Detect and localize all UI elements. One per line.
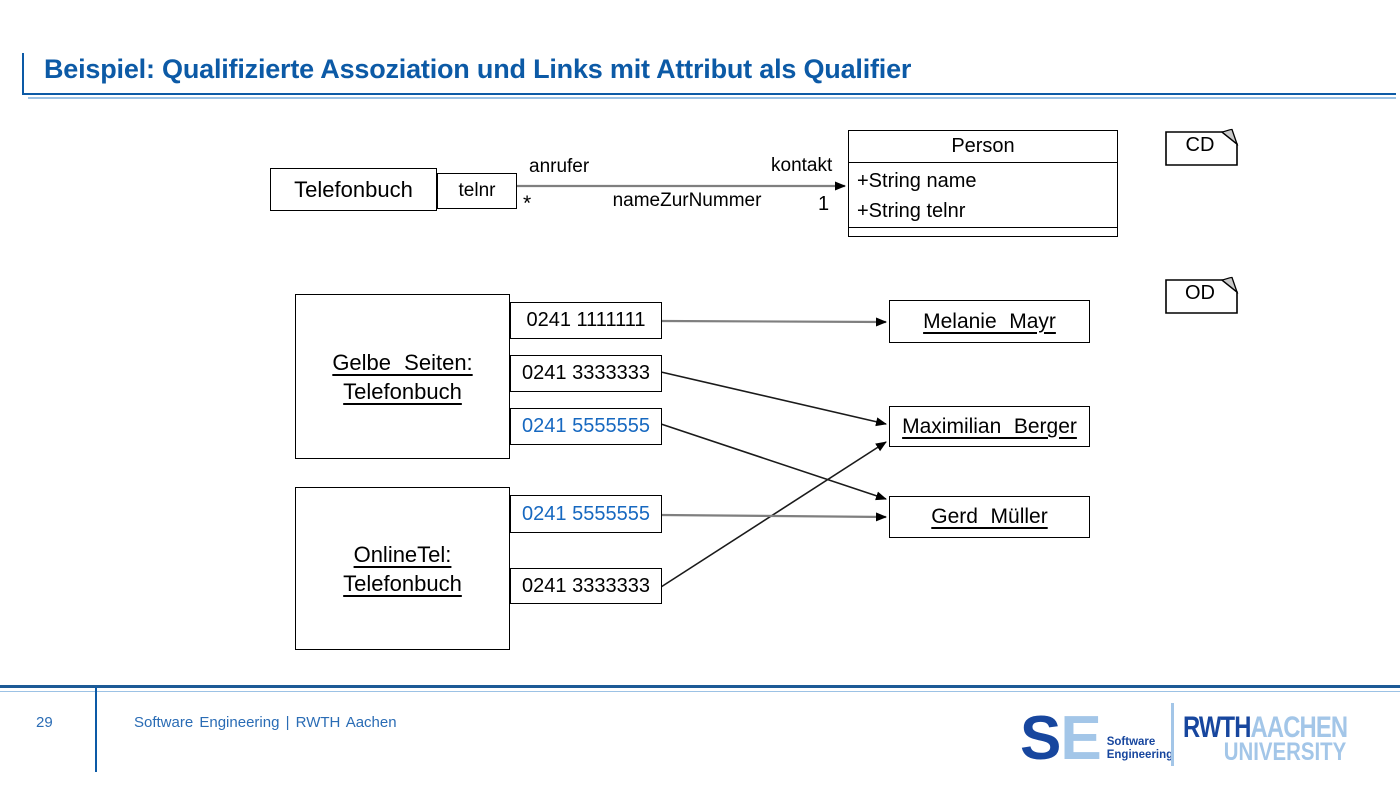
qualifier-value: 0241 5555555 [522,502,650,525]
rwth-word: RWTH [1183,710,1251,744]
se-logo-letter-e: E [1060,704,1101,773]
folded-corner-icon [1165,276,1239,314]
object-box-onlinetel: OnlineTel: Telefonbuch [295,487,510,650]
object-box-melanie-mayr: Melanie Mayr [889,300,1090,343]
se-logo: S E Software Engineering [1020,704,1173,773]
cd-diagram-tag: CD [1165,127,1239,167]
role-label-kontakt: kontakt [771,155,833,176]
title-tick-line [22,53,24,94]
object-name: Gerd Müller [931,505,1048,528]
link-gs2-maximilian [660,371,887,427]
multiplicity-left: * [523,192,532,215]
qualifier-value-box: 0241 1111111 [510,302,662,339]
header-rule-dark [22,93,1396,95]
qualifier-value: 0241 3333333 [522,362,650,384]
logo-divider-line [1171,703,1174,766]
object-name: Melanie Mayr [923,309,1056,333]
object-name: Gelbe Seiten: [332,349,473,375]
object-box-maximilian-berger: Maximilian Berger [889,406,1090,447]
association-name-label: nameZurNummer [612,190,762,211]
od-diagram-tag: OD [1165,275,1239,315]
footer-rule-light [0,690,1400,692]
folded-corner-icon [1165,128,1239,166]
class-name-telefonbuch: Telefonbuch [294,176,413,202]
link-ot2-maximilian [660,441,887,588]
multiplicity-right: 1 [818,193,830,215]
link-gs3-gerd [660,423,887,501]
footer-text: Software Engineering | RWTH Aachen [134,714,397,731]
rwth-logo-row1: RWTHAACHEN [1183,710,1357,744]
object-type: Telefonbuch [343,570,462,596]
page-title: Beispiel: Qualifizierte Assoziation und … [44,54,912,84]
qualifier-label-telnr: telnr [458,180,496,201]
class-box-telefonbuch: Telefonbuch [270,168,437,211]
class-box-person: Person +String name +String telnr [848,130,1118,237]
object-box-gerd-mueller: Gerd Müller [889,496,1090,538]
aachen-word: AACHEN [1250,710,1349,744]
rwth-aachen-logo: RWTHAACHEN UNIVERSITY [1183,710,1357,767]
rwth-logo-row2: UNIVERSITY [1223,738,1347,767]
person-methods-compartment [849,228,1117,236]
se-caption-line1: Software [1106,736,1156,748]
qualifier-value-box-highlighted: 0241 5555555 [510,408,662,445]
qualifier-value-box-highlighted: 0241 5555555 [510,495,662,533]
se-caption-line2: Engineering [1106,749,1174,761]
cd-tag-label: CD [1185,134,1215,156]
qualifier-value-box: 0241 3333333 [510,568,662,604]
qualifier-value-box: 0241 3333333 [510,355,662,392]
qualifier-value: 0241 1111111 [526,309,646,331]
header-rule-light [28,97,1396,99]
role-label-anrufer: anrufer [529,156,590,177]
qualifier-box-telnr: telnr [437,173,517,209]
qualifier-value: 0241 3333333 [522,574,650,597]
page-number: 29 [36,714,53,731]
se-logo-letter-s: S [1020,704,1061,773]
link-gs1-melanie [660,317,887,327]
person-attribute-telnr: +String telnr [857,200,966,222]
footer-rule-dark [0,685,1400,688]
object-type: Telefonbuch [343,378,462,404]
link-ot1-gerd [660,512,887,522]
qualifier-value: 0241 5555555 [522,415,650,437]
se-logo-caption: Software Engineering [1107,736,1173,764]
od-tag-label: OD [1185,282,1215,304]
object-name: Maximilian Berger [902,414,1077,438]
class-name-person: Person [849,131,1117,163]
footer-divider-line [95,687,97,772]
object-box-gelbe-seiten: Gelbe Seiten: Telefonbuch [295,294,510,459]
object-name: OnlineTel: [353,541,452,567]
person-attributes: +String name +String telnr [849,163,1117,228]
person-attribute-name: +String name [857,170,977,192]
